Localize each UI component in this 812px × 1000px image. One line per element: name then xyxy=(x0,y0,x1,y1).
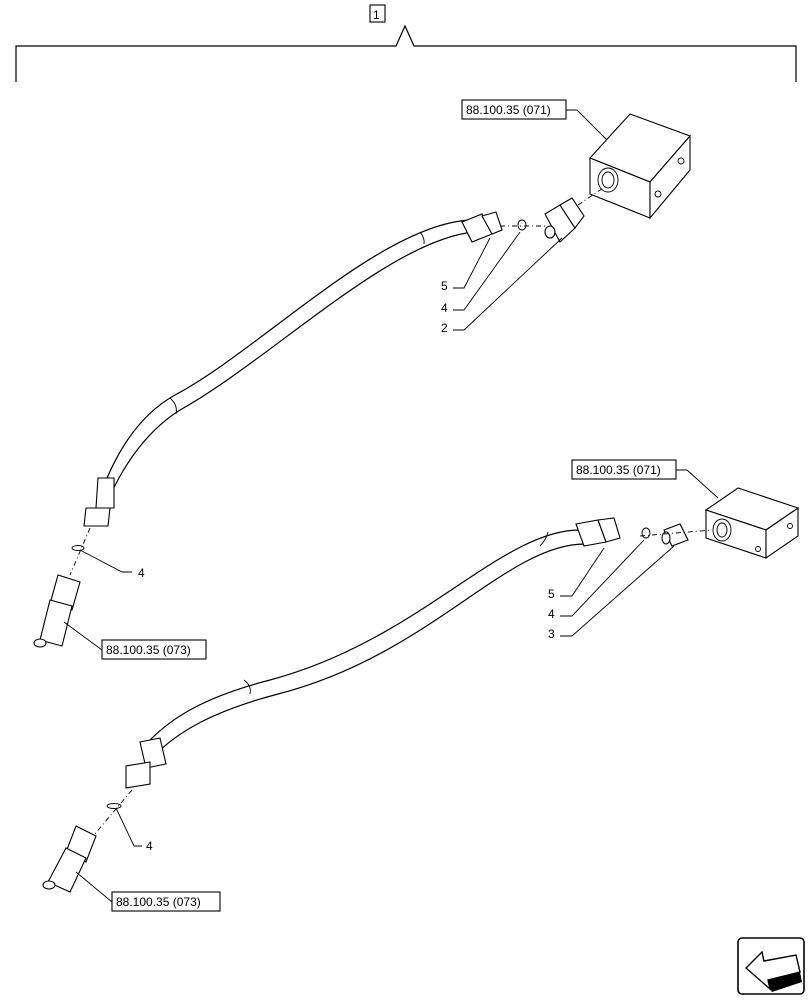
upper-hose xyxy=(83,211,503,527)
lower-quick-coupler xyxy=(42,825,97,893)
callout-upper-2: 2 xyxy=(441,321,448,335)
lower-valve-block xyxy=(704,487,800,560)
svg-text:88.100.35 (071): 88.100.35 (071) xyxy=(576,463,661,477)
svg-text:88.100.35 (071): 88.100.35 (071) xyxy=(466,103,551,117)
callout-upper-5: 5 xyxy=(441,279,448,293)
callout-lower-left-4: 4 xyxy=(146,839,153,853)
prev-page-arrow-icon[interactable] xyxy=(737,937,805,995)
upper-elbow-fitting xyxy=(544,197,585,243)
lower-callouts: 5 4 3 4 xyxy=(115,539,675,853)
upper-left-o-ring xyxy=(71,545,85,551)
upper-o-ring xyxy=(517,219,527,231)
lower-coupler-reference[interactable]: 88.100.35 (073) xyxy=(75,871,221,912)
upper-valve-reference[interactable]: 88.100.35 (071) xyxy=(461,99,608,141)
callout-lower-4: 4 xyxy=(548,607,555,621)
upper-quick-coupler xyxy=(33,574,81,648)
svg-text:88.100.35 (073): 88.100.35 (073) xyxy=(116,895,201,909)
assembly-item-box[interactable] xyxy=(369,4,386,23)
svg-text:88.100.35 (073): 88.100.35 (073) xyxy=(106,643,191,657)
callout-upper-4: 4 xyxy=(441,301,448,315)
callout-lower-5: 5 xyxy=(548,587,555,601)
lower-valve-reference[interactable]: 88.100.35 (071) xyxy=(571,459,719,499)
assembly-bracket: 1 xyxy=(15,4,797,82)
lower-left-o-ring xyxy=(106,803,122,809)
upper-callouts: 5 4 2 4 xyxy=(79,231,563,580)
upper-coupler-reference[interactable]: 88.100.35 (073) xyxy=(63,621,207,660)
lower-hose xyxy=(125,517,621,789)
lower-o-ring xyxy=(641,527,651,539)
assembly-item-number: 1 xyxy=(373,8,380,22)
upper-valve-block xyxy=(589,113,691,220)
callout-upper-left-4: 4 xyxy=(138,566,145,580)
callout-lower-3: 3 xyxy=(548,627,555,641)
lower-straight-fitting xyxy=(661,523,689,547)
